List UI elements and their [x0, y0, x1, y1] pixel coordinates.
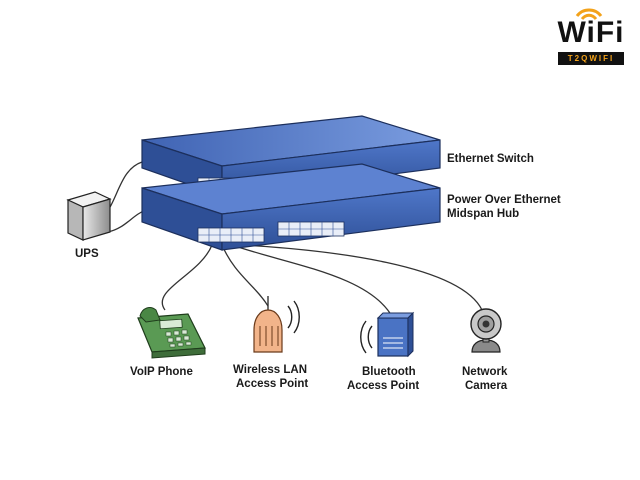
label-voip-phone: VoIP Phone: [130, 366, 193, 378]
signal-waves-icon: [287, 300, 300, 334]
network-camera-icon: [470, 308, 502, 353]
cable-to-camera: [241, 244, 483, 311]
cable-ups-hub: [107, 209, 147, 233]
bluetooth-ap-icon: [360, 311, 415, 358]
label-poe-hub-line1: Power Over Ethernet: [447, 194, 561, 206]
label-wlan-line1: Wireless LAN: [233, 364, 307, 376]
label-camera-line2: Camera: [465, 380, 508, 392]
brand-logo: WiFi T2QWIFI: [552, 8, 630, 66]
hub-port-grid: [198, 222, 344, 242]
label-bt-line1: Bluetooth: [362, 366, 416, 378]
cable-to-voip-phone: [161, 244, 213, 311]
voip-phone-icon: [137, 307, 206, 359]
label-bt-line2: Access Point: [347, 380, 419, 392]
ups-device: [66, 191, 112, 241]
labels: Ethernet Switch Power Over Ethernet Mids…: [75, 153, 561, 392]
label-ups: UPS: [75, 248, 99, 260]
logo-word: WiFi: [557, 16, 625, 49]
poe-midspan-hub: [141, 163, 441, 251]
cable-to-bt-ap: [231, 244, 394, 319]
signal-waves-icon: [360, 320, 373, 354]
wifi-signal-icon: [575, 8, 603, 21]
cable-to-wlan-ap: [221, 244, 269, 307]
label-poe-hub-line2: Midspan Hub: [447, 208, 519, 220]
label-camera-line1: Network: [462, 366, 508, 378]
wireless-lan-ap-icon: [253, 296, 300, 353]
label-ethernet-switch: Ethernet Switch: [447, 153, 534, 165]
logo-subtitle: T2QWIFI: [558, 52, 624, 65]
label-wlan-line2: Access Point: [236, 378, 308, 390]
